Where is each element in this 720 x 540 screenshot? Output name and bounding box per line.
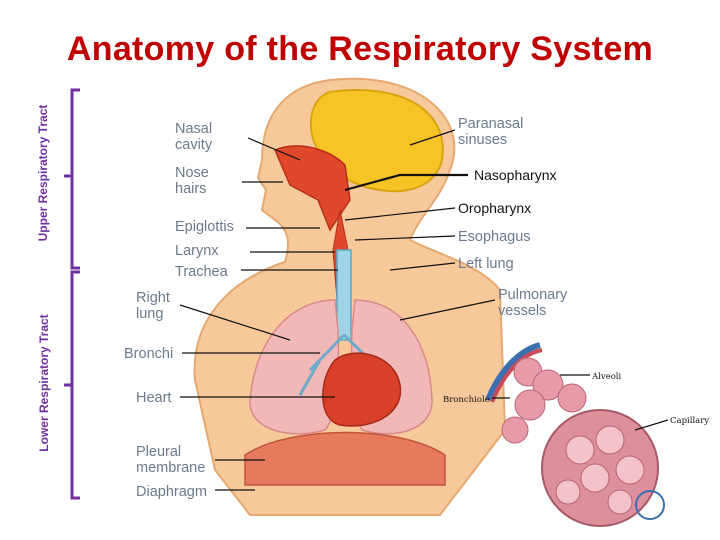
capillary-label: Capillary [670,416,710,426]
nasal-cavity-label: Nasal cavity [175,121,213,153]
paranasal-sinuses-label: Paranasal sinuses [458,116,524,148]
diaphragm-label: Diaphragm [136,484,207,500]
pulmonary-vessels-label: Pulmonary vessels [498,287,568,319]
oropharynx-label: Oropharynx [458,200,532,216]
bronchi-label: Bronchi [124,346,174,362]
heart-label: Heart [136,390,172,406]
esophagus-label: Esophagus [458,229,531,245]
alveoli-label: Alveoli [592,372,622,382]
larynx-label: Larynx [175,243,219,259]
bronchiole-label: Bronchiole [443,395,490,405]
nasopharynx-pointer [344,173,468,192]
pleural-membrane-label: Pleural membrane [136,444,206,476]
nasopharynx-label: Nasopharynx [474,167,557,183]
nose-hairs-label: Nose hairs [175,165,209,197]
body-figure [193,77,507,516]
lower-tract-bracket [64,270,80,500]
alveoli-inset [485,342,665,527]
upper-tract-bracket [64,88,80,270]
trachea-label: Trachea [175,264,228,280]
leader-lines [179,129,669,491]
right-lung-label: Right lung [136,290,170,322]
epiglottis-label: Epiglottis [175,219,234,235]
page-title: Anatomy of the Respiratory System [66,30,654,68]
left-lung-label: Left lung [458,256,514,272]
